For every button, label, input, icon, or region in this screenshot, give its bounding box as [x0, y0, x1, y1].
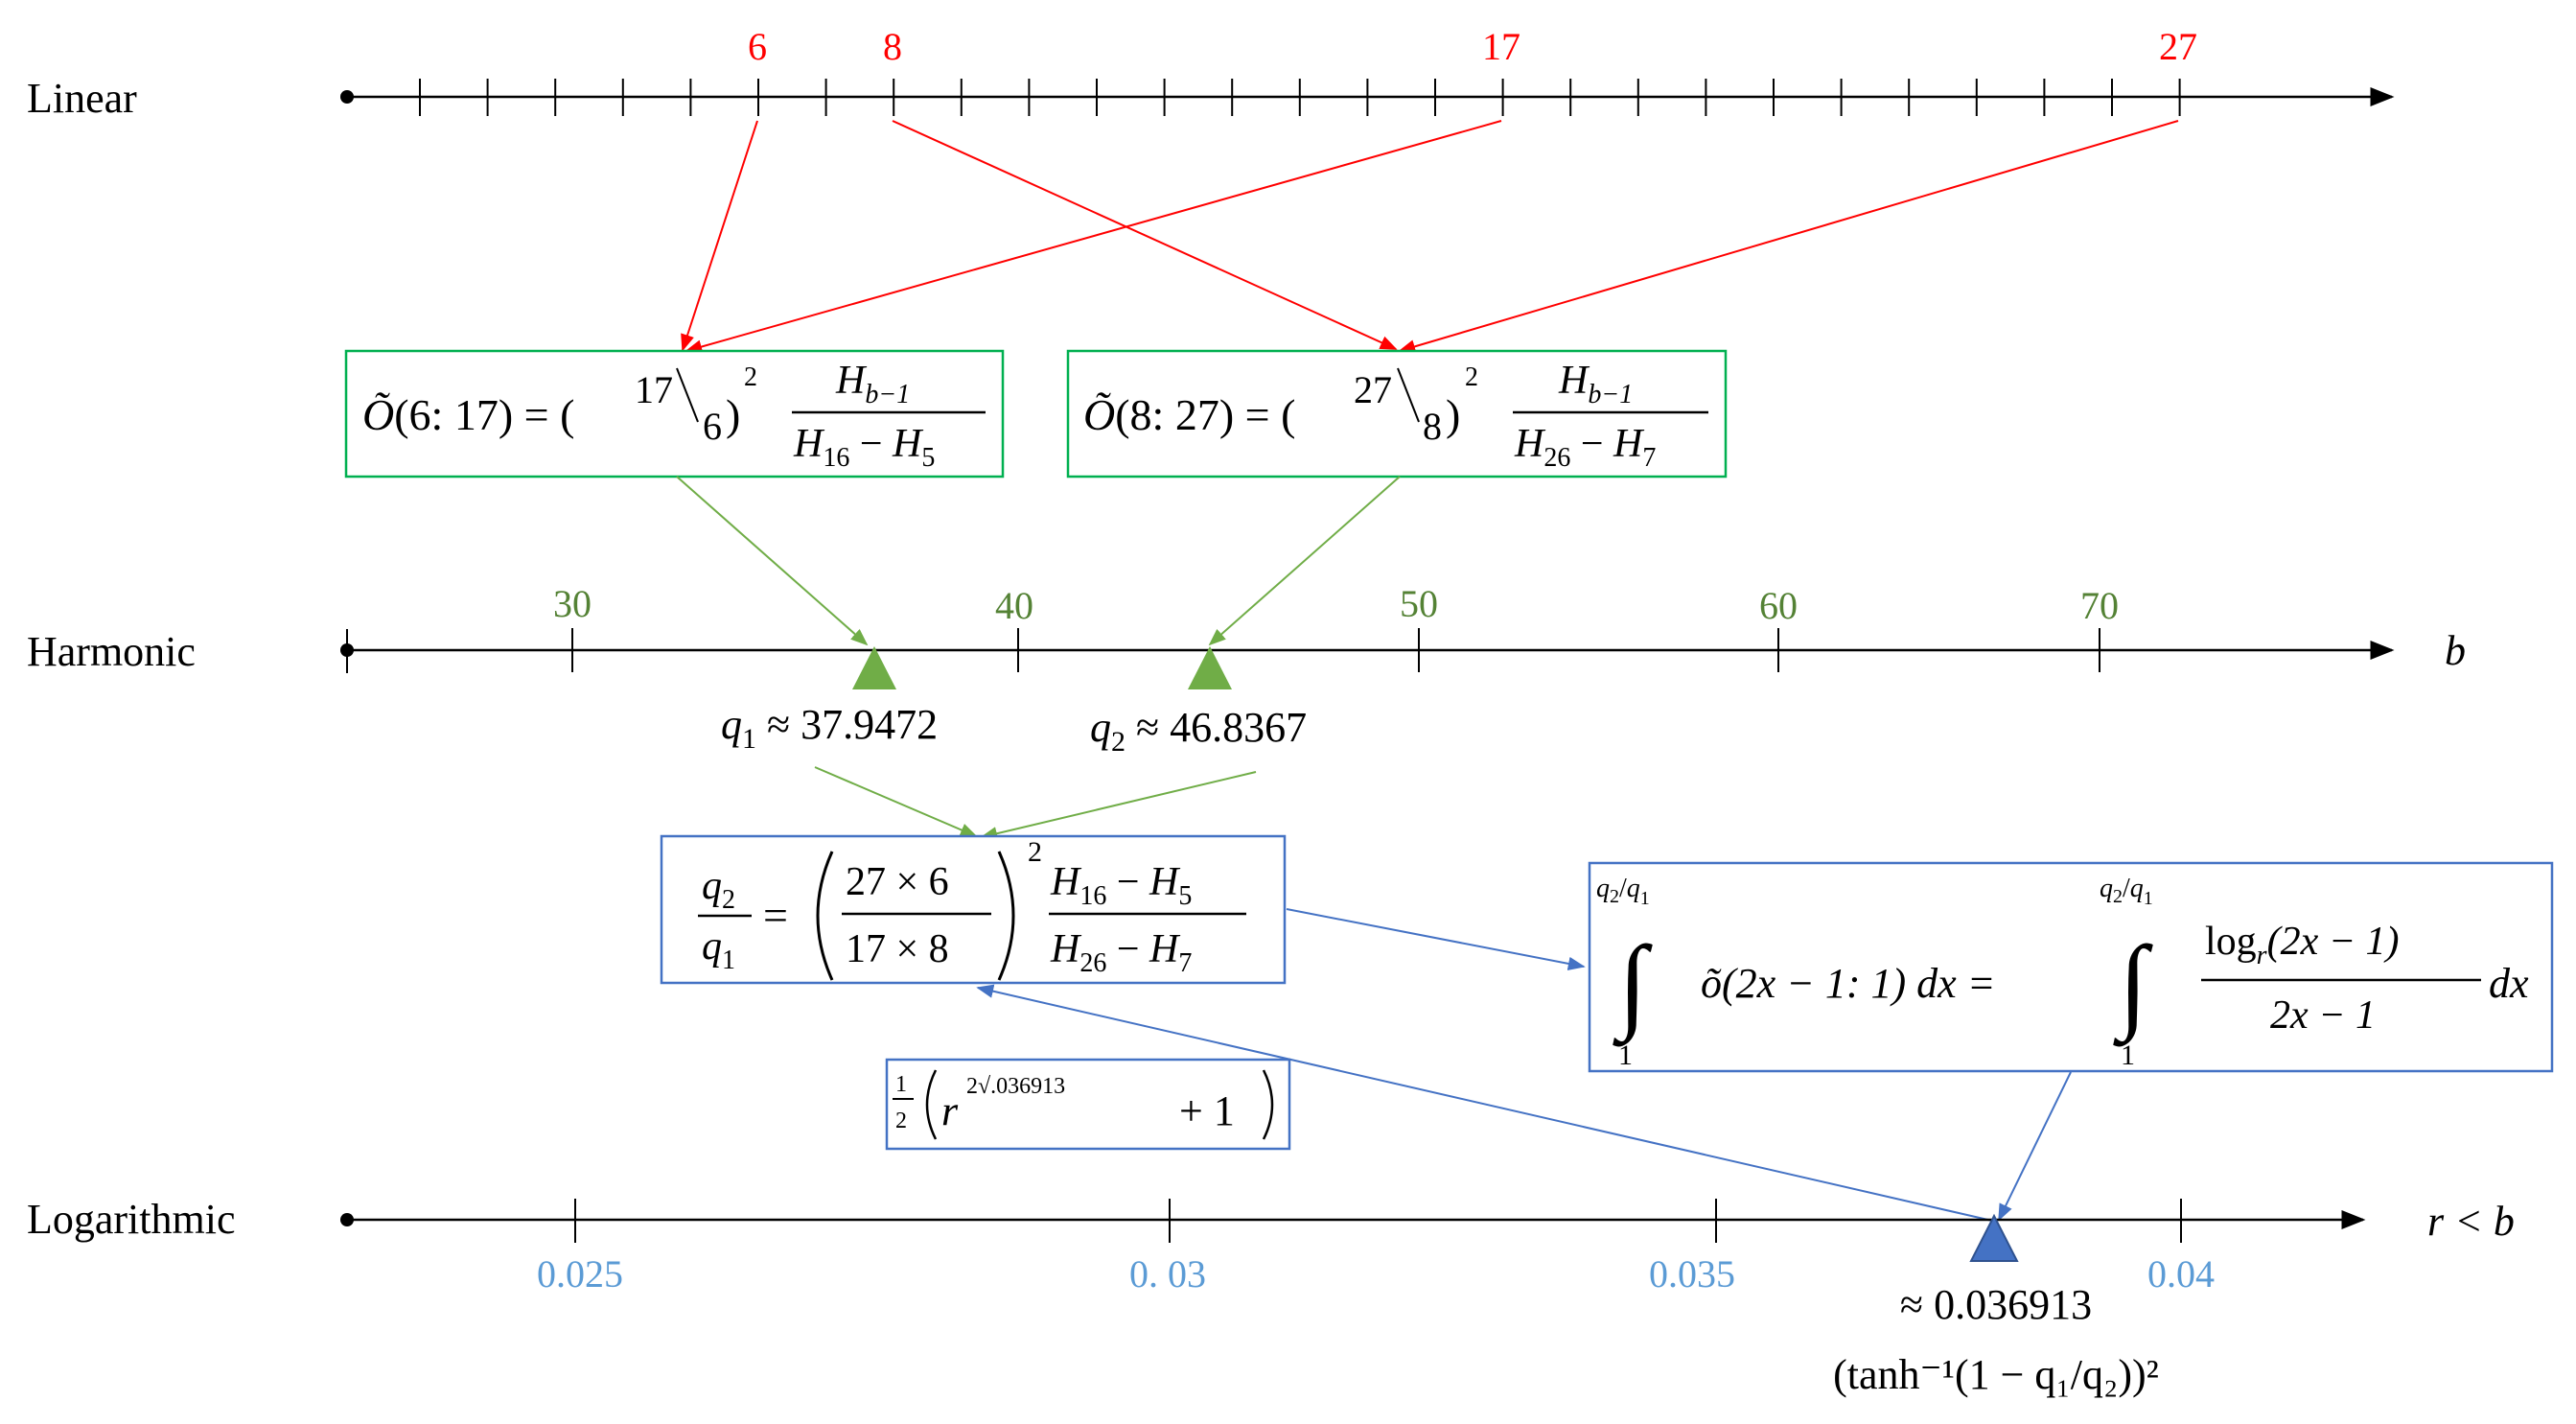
- integral-box: q2/q1 ∫ 1 õ(2x − 1: 1) dx = q2/q1 ∫ 1 lo…: [1588, 861, 2554, 1073]
- ordering-box-8-27: Õ(8: 27) = ( 27 8 ) 2 Hb−1 H26 − H7: [1066, 349, 1728, 479]
- r-marker-value: ≈ 0.036913: [1900, 1281, 2092, 1328]
- ratio-rhs-top: H16 − H5: [1050, 860, 1192, 911]
- harmonic-axis: 30 40 50 60 70 b q1 ≈ 37.9472 q2 ≈ 46.83…: [340, 582, 2466, 758]
- arrow-ratio-to-integral: [1286, 908, 1586, 970]
- ratio-mid-top: 27 × 6: [846, 860, 949, 904]
- ordering-box-8-27-slash: [1397, 367, 1420, 423]
- ordering-box-8-27-border: [1066, 349, 1728, 479]
- ordering-box-8-27-frac-bottom: H26 − H7: [1514, 422, 1656, 473]
- integral2-denominator: 2x − 1: [2270, 993, 2376, 1038]
- harmonic-tick-label-50: 50: [1400, 582, 1438, 625]
- ordering-box-8-27-exp: 2: [1465, 362, 1478, 392]
- green-arrows-top: [676, 476, 1401, 646]
- ordering-box-6-17: Õ(6: 17) = ( 17 6 ) 2 Hb−1 H16 − H5: [344, 349, 1005, 479]
- linear-tick-label-6: 6: [748, 25, 767, 68]
- row-label-linear: Linear: [27, 75, 137, 122]
- blue-arrows: [976, 908, 2072, 1222]
- r-expression-box-border: [885, 1058, 1291, 1151]
- ordering-box-6-17-frac-bottom: H16 − H5: [793, 422, 935, 473]
- integral2-dx: dx: [2489, 960, 2529, 1007]
- linear-axis-ticks: [419, 79, 2181, 116]
- ordering-box-8-27-den: 8: [1423, 405, 1442, 448]
- ordering-box-6-17-border: [344, 349, 1005, 479]
- r-marker: [1969, 1213, 2019, 1262]
- arrow-q1-to-ratio: [814, 766, 978, 837]
- integral1-sign: ∫: [1613, 924, 1653, 1047]
- q2-label: q2 ≈ 46.8367: [1090, 704, 1307, 758]
- linear-axis: 6 8 17 27: [340, 25, 2395, 116]
- r-expression-half-den: 2: [895, 1109, 907, 1133]
- harmonic-axis-variable: b: [2445, 627, 2466, 674]
- ordering-box-6-17-exp: 2: [744, 362, 757, 392]
- arrow-8-to-o2: [892, 120, 1398, 350]
- linear-axis-origin-dot: [340, 90, 354, 104]
- r-expression-box: 1 2 r 2√.036913 + 1: [885, 1058, 1291, 1151]
- row-label-harmonic: Harmonic: [27, 628, 196, 675]
- ratio-left-paren: [816, 851, 834, 981]
- ratio-lhs-top: q2: [702, 864, 735, 915]
- r-expression-base: r: [941, 1087, 959, 1134]
- harmonic-ticks: [571, 628, 2100, 672]
- arrow-27-to-o2: [1398, 120, 2179, 354]
- r-expression-suffix: + 1: [1179, 1087, 1235, 1134]
- green-arrows-bottom: [814, 766, 1257, 841]
- log-axis-variable: r < b: [2427, 1198, 2515, 1245]
- integral2-lower-limit: 1: [2121, 1039, 2135, 1071]
- ordering-box-6-17-close-paren: ): [726, 390, 740, 439]
- ordering-box-6-17-slash: [676, 367, 699, 423]
- ordering-box-8-27-lhs: Õ(8: 27) = (: [1083, 390, 1295, 439]
- harmonic-tick-label-40: 40: [995, 584, 1033, 627]
- integral-box-border: [1588, 861, 2554, 1073]
- q1-marker: [852, 646, 896, 689]
- harmonic-tick-label-60: 60: [1759, 584, 1798, 627]
- q1-label: q1 ≈ 37.9472: [721, 701, 938, 755]
- r-expression-exponent: 2√.036913: [966, 1074, 1065, 1099]
- r-expression-right-paren: [1262, 1069, 1274, 1140]
- linear-tick-label-17: 17: [1482, 25, 1520, 68]
- integral2-sign: ∫: [2113, 924, 2153, 1047]
- red-arrows: [681, 120, 2179, 354]
- harmonic-tick-label-70: 70: [2080, 584, 2119, 627]
- r-expression-half-num: 1: [895, 1072, 907, 1097]
- integral1-lower-limit: 1: [1618, 1039, 1633, 1071]
- arrow-o2-to-q2: [1208, 476, 1401, 646]
- log-axis: 0.025 0. 03 0.035 0.04 r < b ≈ 0.036913 …: [340, 1198, 2515, 1398]
- arrow-6-to-o1: [681, 120, 758, 352]
- linear-tick-label-27: 27: [2159, 25, 2197, 68]
- linear-tick-label-8: 8: [883, 25, 902, 68]
- ratio-exp: 2: [1028, 836, 1042, 868]
- ordering-box-6-17-num: 17: [635, 368, 673, 411]
- r-expression-left-paren: [925, 1069, 938, 1140]
- integral1-integrand: õ(2x − 1: 1) dx =: [1701, 960, 1995, 1007]
- ratio-mid-bottom: 17 × 8: [846, 927, 949, 971]
- ordering-box-8-27-num: 27: [1354, 368, 1392, 411]
- ratio-equals: =: [763, 891, 788, 940]
- ratio-box: q2 q1 = 27 × 6 17 × 8 2 H16 − H5 H26 − H…: [660, 834, 1287, 985]
- log-tick-label-0025: 0.025: [537, 1252, 623, 1296]
- ordering-box-8-27-close-paren: ): [1446, 390, 1460, 439]
- ratio-right-paren: [997, 851, 1015, 981]
- log-tick-label-004: 0.04: [2147, 1252, 2215, 1296]
- harmonic-tick-label-30: 30: [553, 582, 592, 625]
- arrow-q2-to-ratio: [980, 771, 1257, 841]
- log-axis-origin-dot: [340, 1213, 354, 1226]
- arrow-marker-to-ratio: [976, 984, 1993, 1222]
- r-marker-formula: (tanh⁻¹(1 − q₁/q₂))²: [1833, 1351, 2159, 1398]
- log-tick-label-0035: 0.035: [1649, 1252, 1735, 1296]
- arrow-integral-to-marker: [1998, 1071, 2072, 1222]
- integral2-numerator: logr(2x − 1): [2205, 920, 2400, 970]
- row-label-logarithmic: Logarithmic: [27, 1196, 236, 1243]
- log-tick-label-003: 0. 03: [1129, 1252, 1206, 1296]
- ordering-box-6-17-den: 6: [703, 405, 722, 448]
- ratio-rhs-bottom: H26 − H7: [1050, 927, 1192, 978]
- arrow-o1-to-q1: [676, 476, 869, 646]
- q2-marker: [1188, 646, 1232, 689]
- ordering-box-6-17-lhs: Õ(6: 17) = (: [362, 390, 574, 439]
- arrow-17-to-o1: [685, 120, 1502, 354]
- ratio-box-border: [660, 834, 1287, 985]
